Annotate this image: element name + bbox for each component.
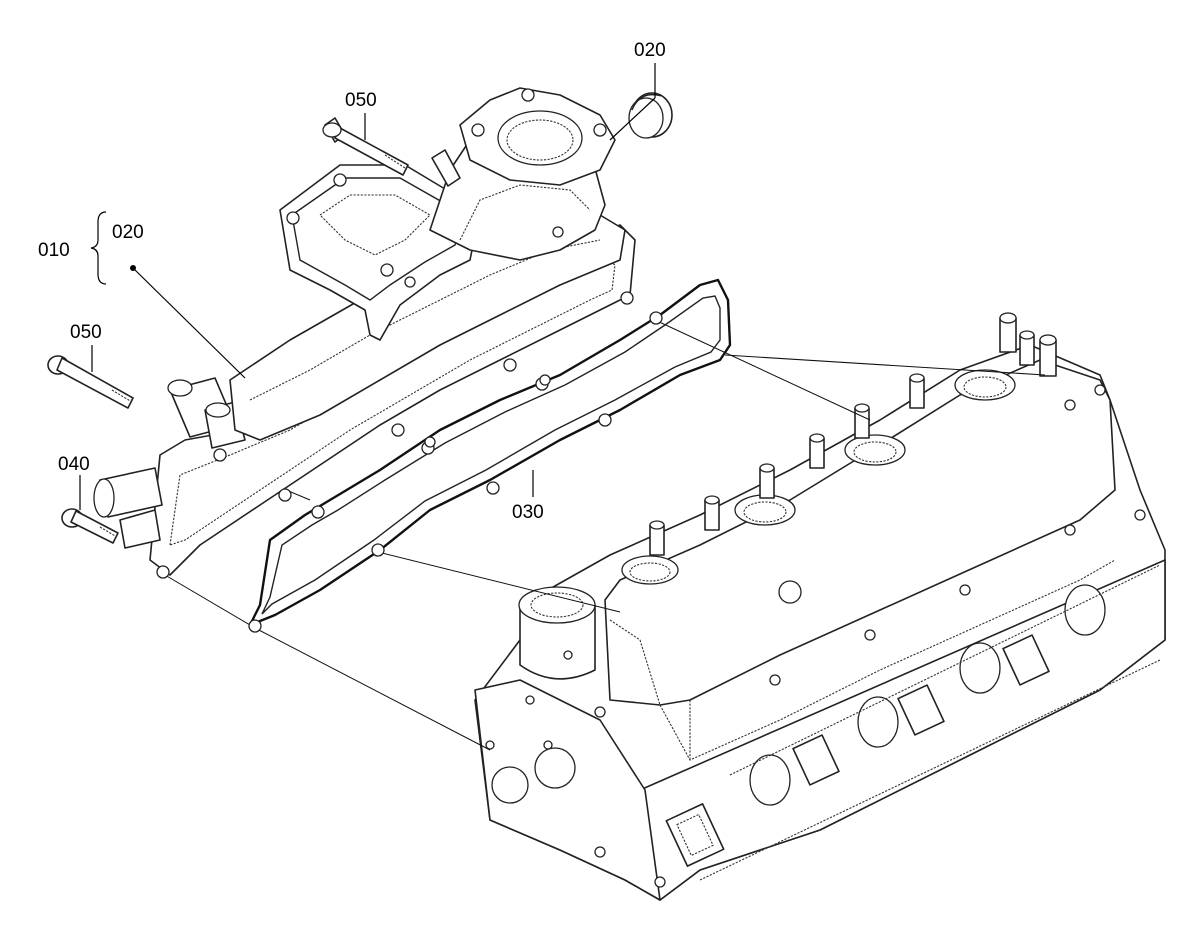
callout-bolt-middle: 050 xyxy=(70,322,102,343)
gasket xyxy=(248,278,732,633)
callout-assembly-sub: 020 xyxy=(112,222,144,243)
callout-gasket: 030 xyxy=(512,502,544,523)
bolt-bottom xyxy=(61,508,119,544)
manifold-assembly xyxy=(93,87,636,579)
leader-lines xyxy=(79,63,656,510)
callout-cap: 020 xyxy=(634,40,666,61)
alignment-lines xyxy=(164,319,1046,751)
cylinder-head xyxy=(474,312,1166,901)
bolt-middle xyxy=(47,355,134,409)
callout-bolt-bottom: 040 xyxy=(58,454,90,475)
callout-assembly-group: 010 xyxy=(38,240,70,261)
callout-bolt-top: 050 xyxy=(345,90,377,111)
head-posts xyxy=(649,312,1057,556)
cap-part xyxy=(628,92,673,139)
bolt-top xyxy=(322,117,409,176)
